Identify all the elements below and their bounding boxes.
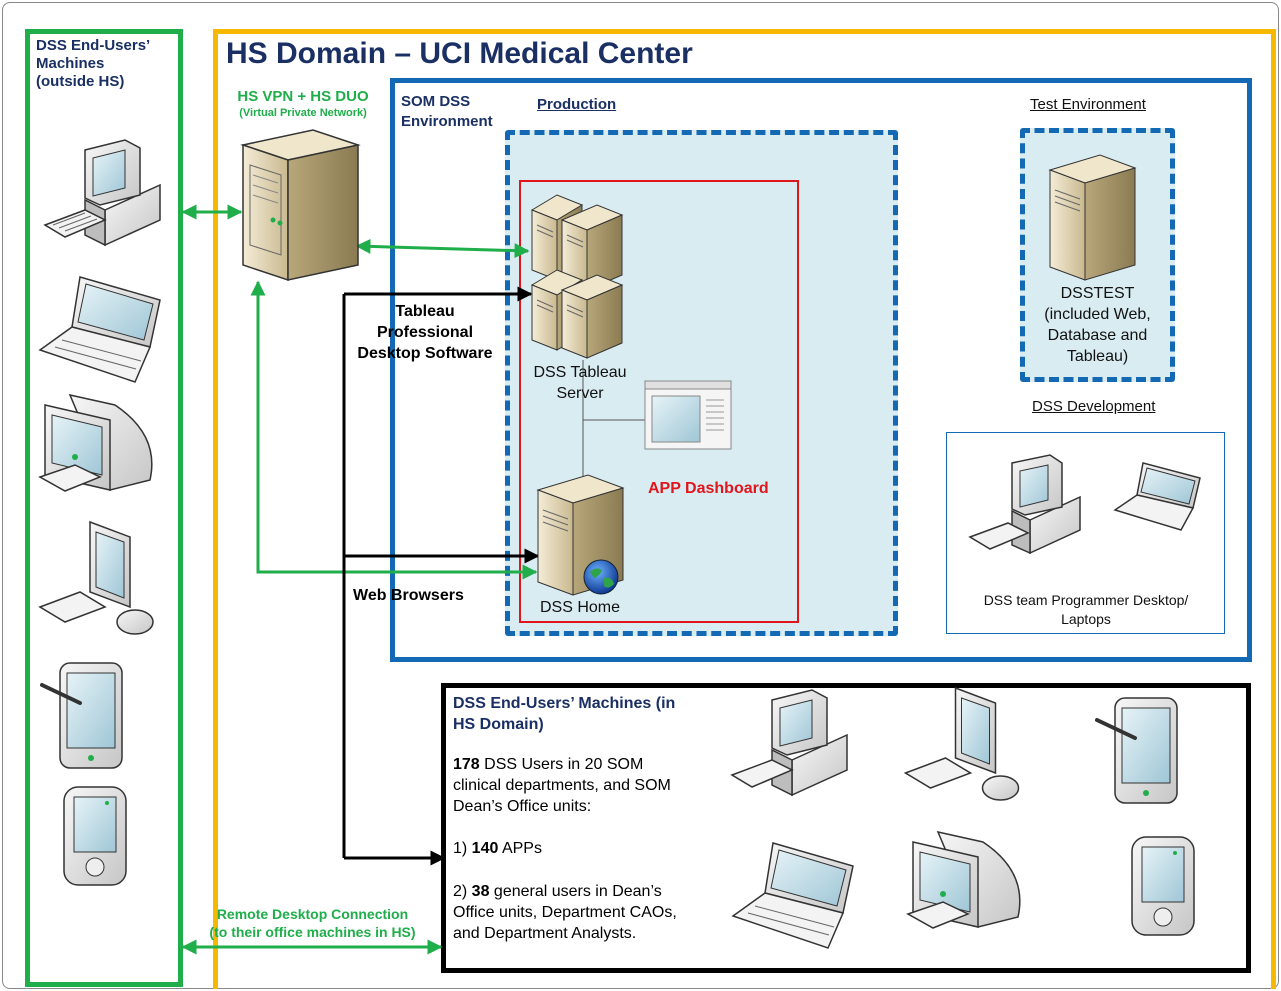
development-label: DSS Development xyxy=(1032,398,1156,415)
tableau-desktop-line1: Tableau xyxy=(395,303,455,320)
item2-prefix: 2) xyxy=(453,883,472,900)
vpn-title: HS VPN + HS DUO xyxy=(237,88,369,105)
tableau-server-line1: DSS Tableau xyxy=(533,364,627,381)
test-environment-label: Test Environment xyxy=(1030,96,1146,113)
tableau-desktop-line2: Professional xyxy=(376,324,474,341)
inside-users-panel xyxy=(441,683,1251,973)
item2-text: general users in Dean’s xyxy=(489,883,662,900)
dsstest-line3: Database and xyxy=(1047,327,1148,344)
outside-title-line1: DSS End-Users’ xyxy=(36,37,151,54)
inside-title-line1: DSS End-Users’ Machines (in xyxy=(453,695,676,712)
general-users-item: 2) 38 general users in Dean’s Office uni… xyxy=(453,881,677,944)
tableau-server-label: DSS Tableau Server xyxy=(515,362,645,404)
development-caption: DSS team Programmer Desktop/ Laptops xyxy=(950,591,1222,629)
app-dashboard-window-icon xyxy=(644,380,732,450)
dsstest-server-icon xyxy=(1048,154,1137,281)
tableau-server-cluster-icon xyxy=(530,194,624,359)
handheld-device-icon xyxy=(63,786,127,886)
dsstest-line2: (included Web, xyxy=(1044,306,1151,323)
outside-hs-panel xyxy=(25,29,183,987)
inside-users-description: 178 DSS Users in 20 SOM clinical departm… xyxy=(453,754,671,817)
dev-caption-line2: Laptops xyxy=(1061,611,1111,627)
inside-crt-monitor-icon xyxy=(906,830,1021,929)
outside-title-line2: Machines xyxy=(36,55,105,72)
tableau-server-line2: Server xyxy=(556,385,604,402)
tableau-desktop-line3: Desktop Software xyxy=(357,345,493,362)
outside-title-line3: (outside HS) xyxy=(36,73,125,90)
tablet-stylus-icon xyxy=(40,662,123,769)
rdc-line1: Remote Desktop Connection xyxy=(216,906,409,922)
inside-handheld-device-icon xyxy=(1131,836,1195,936)
laptop-icon xyxy=(38,276,161,383)
som-title-line1: SOM DSS xyxy=(401,93,471,110)
dss-home-server-icon xyxy=(536,474,625,596)
hs-domain-frame xyxy=(213,29,1276,989)
inside-users-title: DSS End-Users’ Machines (in HS Domain) xyxy=(453,693,675,735)
item1-prefix: 1) xyxy=(453,840,472,857)
users-line2: clinical departments, and SOM xyxy=(453,777,671,794)
development-zone xyxy=(946,432,1225,634)
tableau-desktop-label: Tableau Professional Desktop Software xyxy=(350,301,500,364)
dsstest-line4: Tableau) xyxy=(1066,348,1129,365)
som-environment-label: SOM DSS Environment xyxy=(401,92,493,132)
item2-line3: and Department Analysts. xyxy=(453,925,637,942)
users-line3: Dean’s Office units: xyxy=(453,798,592,815)
web-browsers-label: Web Browsers xyxy=(353,587,464,604)
flat-monitor-icon xyxy=(38,520,154,635)
item1-text: APPs xyxy=(498,840,542,857)
inside-title-line2: HS Domain) xyxy=(453,716,544,733)
inside-flat-monitor-icon xyxy=(903,686,1020,801)
hs-domain-title: HS Domain – UCI Medical Center xyxy=(226,37,693,70)
inside-desktop-icon xyxy=(730,689,848,797)
users-count-text: DSS Users in 20 SOM xyxy=(479,756,644,773)
som-title-line2: Environment xyxy=(401,113,493,130)
dss-home-label: DSS Home xyxy=(540,599,621,616)
globe-icon xyxy=(583,559,619,595)
users-count-line: 178 DSS Users in 20 SOM xyxy=(453,754,671,775)
dev-desktop-icon xyxy=(968,454,1081,555)
app-count: 140 xyxy=(471,840,499,857)
vpn-label: HS VPN + HS DUO (Virtual Private Network… xyxy=(213,88,393,120)
outside-panel-title: DSS End-Users’ Machines (outside HS) xyxy=(36,37,150,91)
production-label: Production xyxy=(537,96,617,113)
app-dashboard-label: APP Dashboard xyxy=(648,480,769,497)
dev-caption-line1: DSS team Programmer Desktop/ xyxy=(983,592,1189,608)
users-count: 178 xyxy=(453,756,480,773)
inside-tablet-stylus-icon xyxy=(1095,697,1178,804)
dsstest-line1: DSSTEST xyxy=(1060,285,1135,302)
rdc-line2: (to their office machines in HS) xyxy=(209,924,416,940)
app-users-item: 1) 140 APPs xyxy=(453,838,542,859)
item2-line2: Office units, Department CAOs, xyxy=(453,904,677,921)
dev-laptop-icon xyxy=(1113,462,1201,531)
vpn-server-icon xyxy=(240,129,361,282)
vpn-subtitle: (Virtual Private Network) xyxy=(239,107,367,119)
inside-laptop-icon xyxy=(731,842,854,949)
crt-monitor-icon xyxy=(38,393,153,492)
remote-desktop-label: Remote Desktop Connection (to their offi… xyxy=(190,905,435,941)
general-user-count: 38 xyxy=(471,883,490,900)
dsstest-label: DSSTEST (included Web, Database and Tabl… xyxy=(1025,283,1170,367)
desktop-computer-icon xyxy=(43,139,161,247)
